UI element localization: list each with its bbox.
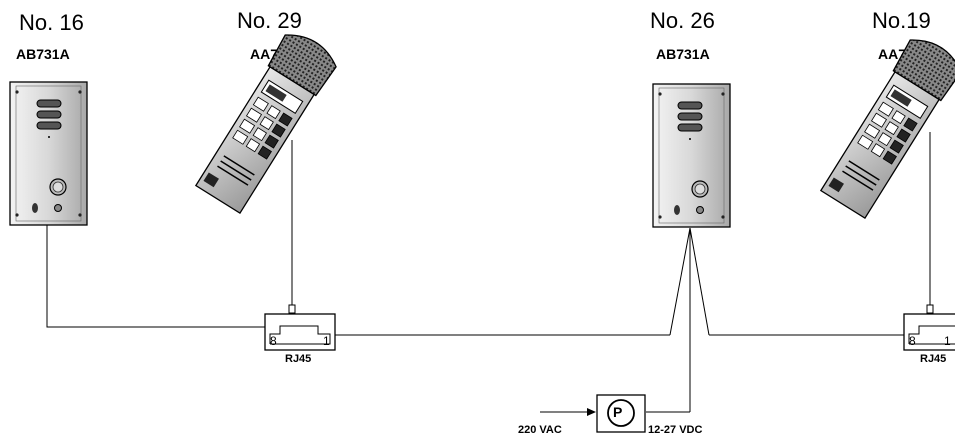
power-output-label: 12-27 VDC bbox=[648, 424, 703, 436]
unit-number-26: No. 26 bbox=[650, 8, 715, 33]
rj45-b-label: RJ45 bbox=[920, 353, 947, 365]
handset-29 bbox=[194, 34, 337, 215]
cable-lines bbox=[46, 132, 931, 413]
power-supply-unit bbox=[596, 394, 646, 433]
rj45-a-pin-left: 8 bbox=[270, 334, 277, 348]
cable-panel16-rj45a bbox=[46, 225, 265, 328]
door-panel-26 bbox=[652, 83, 731, 228]
power-supply-symbol: P bbox=[613, 404, 623, 420]
ac-input-arrow bbox=[540, 408, 596, 416]
power-input-label: 220 VAC bbox=[518, 424, 562, 436]
rj45-a-pin-right: 1 bbox=[323, 334, 330, 348]
handset-19 bbox=[819, 39, 955, 220]
rj45-a-label: RJ45 bbox=[285, 353, 312, 365]
unit-number-29: No. 29 bbox=[237, 8, 302, 33]
unit-number-19: No.19 bbox=[872, 8, 931, 33]
rj45-b-pin-right: 1 bbox=[944, 334, 951, 348]
rj45-b-pin-left: 8 bbox=[909, 334, 916, 348]
door-panel-16 bbox=[9, 81, 88, 226]
rj45-connector-a bbox=[264, 304, 336, 351]
rj45-connector-b bbox=[903, 304, 955, 351]
unit-number-16: No. 16 bbox=[19, 10, 84, 35]
unit-model-26: AB731A bbox=[656, 46, 710, 62]
unit-model-16: AB731A bbox=[16, 46, 70, 62]
